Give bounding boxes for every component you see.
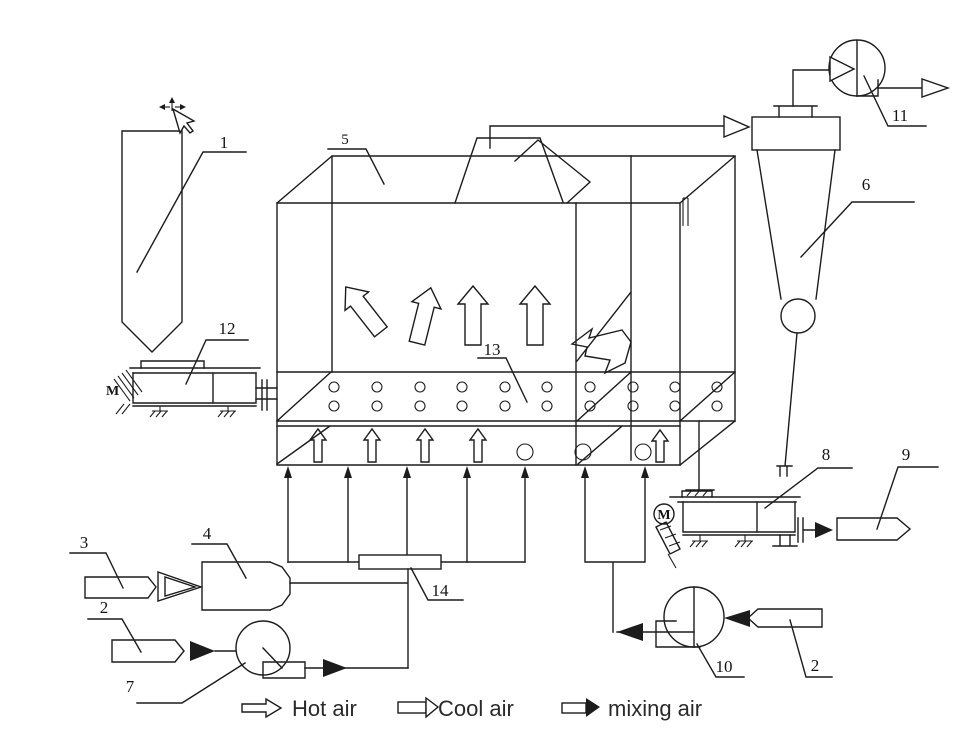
callout-12: 12 xyxy=(185,319,249,385)
air-plenum xyxy=(276,425,681,465)
burner-nozzle xyxy=(157,571,204,602)
callout-14: 14 xyxy=(410,567,464,601)
mixing-air-arrows xyxy=(344,284,552,346)
plenum-nozzle xyxy=(634,443,652,461)
callout-5-text: 5 xyxy=(341,132,349,148)
chamber-leg xyxy=(685,420,715,491)
legend-mixing-air: mixing air xyxy=(561,696,702,721)
exhaust-duct xyxy=(489,114,751,149)
plenum-hot-air-arrow xyxy=(362,427,382,463)
cool-air-legend-arrow xyxy=(397,701,427,714)
callout-4-text: 4 xyxy=(203,524,212,543)
conveyor-motor-right: M xyxy=(653,503,681,569)
callout-2-left-text: 2 xyxy=(100,598,109,617)
inlet-ducts: 14 xyxy=(284,466,649,669)
callout-7: 7 xyxy=(126,662,246,704)
legend-mixing-air-label: mixing air xyxy=(608,696,702,721)
legend: Hot air Cool air mixing air xyxy=(241,696,702,721)
motor-left-label: M xyxy=(106,384,119,399)
callout-3-text: 3 xyxy=(80,533,89,552)
callout-8-text: 8 xyxy=(822,445,831,464)
duct-arrows xyxy=(284,466,649,478)
callout-9: 9 xyxy=(876,445,939,530)
callout-1-text: 1 xyxy=(220,133,229,152)
air-box-2-left: 2 xyxy=(87,598,185,663)
legend-cool-air-label: Cool air xyxy=(438,696,514,721)
callout-1: 1 xyxy=(136,133,247,273)
callout-7-text: 7 xyxy=(126,677,135,696)
callout-3: 3 xyxy=(69,533,124,589)
air-box-2-right: 2 xyxy=(746,608,833,678)
callout-13: 13 xyxy=(477,340,528,403)
interior-hot-air-arrow xyxy=(570,327,632,375)
fuel-box-3: 3 xyxy=(69,533,157,599)
callout-4: 4 xyxy=(191,524,247,579)
callout-2-right-text: 2 xyxy=(811,656,820,675)
callout-2-left: 2 xyxy=(87,598,142,653)
plenum-cool-air-arrow xyxy=(650,428,670,463)
legend-cool-air: Cool air xyxy=(397,696,514,721)
plenum-hot-air-arrow xyxy=(308,427,328,463)
hot-air-furnace-4: 4 xyxy=(191,524,291,611)
callout-8: 8 xyxy=(764,445,853,509)
feeder-motor-left: M xyxy=(106,369,143,415)
cyclone-separator: 6 xyxy=(751,69,915,477)
callout-10-text: 10 xyxy=(716,657,733,676)
exhaust-fan-11: 11 xyxy=(828,39,951,127)
product-outlet-9: 9 xyxy=(836,445,939,541)
callout-9-text: 9 xyxy=(902,445,911,464)
exhaust-arrow xyxy=(723,114,751,139)
legend-hot-air-label: Hot air xyxy=(292,696,357,721)
callout-2-right: 2 xyxy=(789,619,833,678)
callout-6-text: 6 xyxy=(862,175,871,194)
plate-holes xyxy=(328,381,723,412)
hot-air-legend-arrow xyxy=(241,697,283,719)
blower-7: 7 xyxy=(126,620,409,704)
callout-6: 6 xyxy=(800,175,915,258)
move-cursor-icon xyxy=(159,97,196,135)
exhaust-hood xyxy=(454,137,592,204)
plenum-nozzle xyxy=(574,443,592,461)
distributor-plate xyxy=(276,371,736,422)
fan-outlet-arrow xyxy=(921,78,951,98)
plenum-hot-air-arrow xyxy=(415,427,435,463)
mixing-air-legend-arrow xyxy=(561,702,587,714)
discharge-conveyor-8: M 8 xyxy=(653,445,853,569)
callout-12-text: 12 xyxy=(219,319,236,338)
legend-hot-air: Hot air xyxy=(241,696,357,721)
rotary-valve xyxy=(780,298,816,334)
callout-14-text: 14 xyxy=(432,581,450,600)
callout-10: 10 xyxy=(696,643,745,678)
callout-13-text: 13 xyxy=(484,340,501,359)
plenum-nozzle xyxy=(516,443,534,461)
screw-feeder-left: M 12 xyxy=(106,319,278,418)
fluid-bed-chamber: 5 13 xyxy=(276,114,751,497)
motor-right-label: M xyxy=(657,508,670,523)
blower-10: 10 xyxy=(616,586,750,678)
feed-hopper: 1 xyxy=(121,97,247,353)
plenum-hot-air-arrow xyxy=(468,427,488,463)
feeder-supports xyxy=(149,406,236,418)
duct-heater-14 xyxy=(358,554,442,570)
callout-11: 11 xyxy=(863,75,927,127)
feeder-outlet-flange xyxy=(255,379,278,411)
callout-11-text: 11 xyxy=(892,106,908,125)
callout-5: 5 xyxy=(327,132,385,185)
